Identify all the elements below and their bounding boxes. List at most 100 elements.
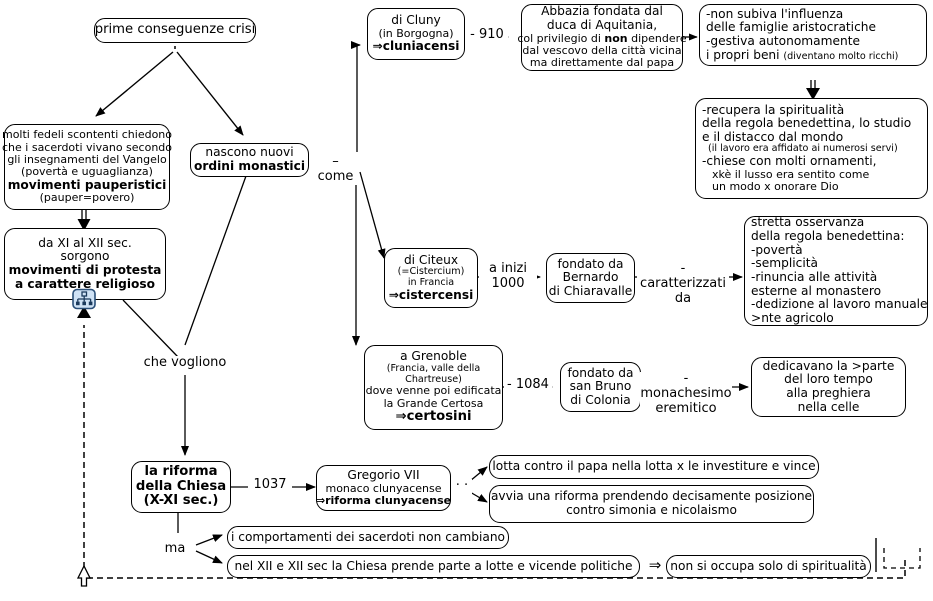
node-text-line-2: monaco clunyacense (325, 481, 442, 495)
node-text-line-4: dal vescovo della città vicina (522, 44, 682, 57)
node-text-line-1: di Cluny (391, 13, 441, 28)
node-text-line-2: Bernardo (562, 270, 619, 285)
edge-label-caratterizzati-da: - caratterizzati da (637, 261, 729, 307)
node-lotta-investiture[interactable]: lotta contro il papa nella lotta x le in… (489, 455, 819, 479)
node-non-solo-spiritualita[interactable]: non si occupa solo di spiritualità (666, 555, 871, 578)
node-san-bruno[interactable]: fondato da san Bruno di Colonia (560, 362, 641, 412)
node-text-line-4: (povertà e uguaglianza) (21, 165, 153, 179)
node-text-line-4: a carattere religioso (14, 276, 156, 291)
node-text-line-1: molti fedeli scontenti chiedono (1, 128, 173, 142)
node-text-line-1: nascono nuovi (205, 145, 294, 160)
hierarchy-icon[interactable] (71, 288, 97, 312)
node-text-line-7: -dedizione al lavoro manuale (751, 297, 928, 312)
node-text-line-6: xkè il lusso era sentito come (712, 167, 870, 181)
edge-label-a-inizi-1000: a inizi 1000 (479, 261, 537, 292)
node-grenoble[interactable]: a Grenoble (Francia, valle della Chartre… (364, 345, 503, 430)
node-text-line-3: (X-XI sec.) (143, 493, 219, 509)
node-text-line-3: gli insegnamenti del Vangelo (7, 153, 167, 167)
edge-label-1084: - 1084 (504, 377, 552, 393)
node-text-line-1: non si occupa solo di spiritualità (670, 558, 867, 573)
node-text-line-2: contro simonia e nicolaismo (566, 503, 737, 517)
edge-label-monachesimo-eremitico: - monachesimo eremitico (640, 371, 732, 417)
edge-label-come: – come (313, 154, 358, 185)
node-cluny-autonomia[interactable]: -non subiva l'influenza delle famiglie a… (699, 4, 927, 66)
node-text: prime conseguenze crisi (94, 22, 256, 38)
node-certosini-preghiera[interactable]: dedicavano la >parte del loro tempo alla… (751, 357, 906, 417)
node-text-line-2: del loro tempo (784, 372, 873, 387)
node-text-line-1: fondato da (567, 365, 634, 380)
node-ordini-monastici[interactable]: nascono nuovi ordini monastici (190, 143, 309, 177)
node-cluny-spiritualita[interactable]: -recupera la spiritualità della regola b… (695, 98, 928, 199)
edge-label-910: - 910 (466, 27, 508, 43)
node-text-line-5: -chiese con molti ornamenti, (702, 154, 877, 169)
node-text-line-3: di Colonia (570, 392, 631, 407)
node-text-line-2: ordini monastici (194, 159, 306, 173)
node-text-line-1: da XI al XII sec. (38, 235, 132, 250)
node-abbazia-aquitania[interactable]: Abbazia fondata dal duca di Aquitania, c… (517, 4, 687, 71)
node-text-line-2: delle famiglie aristocratiche (706, 20, 876, 35)
node-bernardo-chiaravalle[interactable]: fondato da Bernardo di Chiaravalle (546, 253, 635, 303)
node-lotte-politiche[interactable]: nel XII e XII sec la Chiesa prende parte… (227, 555, 640, 578)
node-text-line-2: sorgono (60, 249, 110, 264)
edge-label-ma: ma (162, 541, 188, 557)
node-text-line-2: (in Borgogna) (378, 26, 454, 40)
node-text-line-2: che i sacerdoti vivano secondo (2, 140, 173, 154)
node-text-line-1: stretta osservanza (751, 215, 865, 230)
node-text-line-1: Gregorio VII (347, 467, 420, 482)
node-text-line-4: (il lavoro era affidato ai numerosi serv… (708, 143, 898, 155)
edge-label-che-vogliono: che vogliono (131, 355, 239, 371)
node-text-line-4: dove venne poi edificata (365, 384, 502, 398)
node-text-line-6: ⇒certosini (395, 408, 472, 424)
node-text-line-1: avvia una riforma prendendo decisamente … (490, 489, 813, 504)
node-text-line-1: la riforma (144, 463, 218, 479)
node-text-line-1: dedicavano la >parte (762, 358, 895, 373)
node-text-line-6: esterne al monastero (751, 283, 882, 298)
node-text-line-5: ma direttamente dal papa (529, 56, 675, 70)
node-text-line-3: -gestiva autonomamente (706, 33, 861, 48)
node-text-line-3: di Chiaravalle (548, 283, 633, 298)
node-text-line-4: nella celle (797, 399, 860, 414)
node-text-line-1: di Citeux (403, 252, 459, 267)
node-text-line-4: ⇒cistercensi (388, 287, 474, 302)
node-gregorio-vii[interactable]: Gregorio VII monaco clunyacense ⇒riforma… (316, 465, 451, 511)
node-text-line-1: -non subiva l'influenza (706, 6, 844, 21)
node-text-line-1: fondato da (557, 256, 624, 271)
node-text-line-7: un modo x onorare Dio (712, 180, 839, 194)
node-text-line-1: a Grenoble (400, 349, 467, 364)
node-riforma-simonia-nicolaismo[interactable]: avvia una riforma prendendo decisamente … (489, 485, 814, 523)
node-text-line-1: -recupera la spiritualità (702, 102, 845, 117)
edge-label-implica: ⇒ (645, 556, 665, 575)
node-prime-conseguenze-crisi[interactable]: prime conseguenze crisi (94, 18, 256, 43)
node-movimenti-pauperistici[interactable]: molti fedeli scontenti chiedono che i sa… (1, 124, 173, 210)
node-text-line-3: col privilegio di non dipendere (517, 31, 687, 45)
node-text-line-3: ⇒riforma clunyacense (315, 493, 452, 507)
node-text-line-4: i propri beni (diventano molto ricchi) (706, 47, 899, 62)
node-text-line-2: (=Cistercium) (397, 266, 465, 278)
node-text-line-1: i comportamenti dei sacerdoti non cambia… (231, 529, 506, 544)
node-riforma-della-chiesa[interactable]: la riforma della Chiesa (X-XI sec.) (131, 461, 231, 513)
node-text-line-1: nel XII e XII sec la Chiesa prende parte… (234, 558, 633, 573)
node-text-line-3: -povertà (751, 242, 803, 257)
node-text-line-2: della regola benedettina, lo studio (702, 116, 912, 131)
node-text-line-1: Abbazia fondata dal (541, 4, 663, 19)
node-text-line-5: movimenti pauperistici (7, 177, 167, 192)
node-text-line-3: movimenti di protesta (8, 263, 162, 277)
node-text-line-8: >nte agricolo (751, 310, 834, 325)
node-text-line-3: alla preghiera (786, 386, 871, 400)
node-text-line-2: duca di Aquitania, (546, 18, 658, 33)
edge-label-dots: · · (452, 478, 472, 494)
node-text-line-2: (Francia, valle della (386, 362, 481, 374)
node-text-line-1: lotta contro il papa nella lotta x le in… (492, 459, 816, 474)
node-cluny[interactable]: di Cluny (in Borgogna) ⇒cluniacensi (367, 8, 465, 60)
node-comportamenti-sacerdoti[interactable]: i comportamenti dei sacerdoti non cambia… (227, 526, 509, 549)
node-movimenti-di-protesta[interactable]: da XI al XII sec. sorgono movimenti di p… (4, 228, 166, 300)
node-cistercensi-caratteristiche[interactable]: stretta osservanza della regola benedett… (744, 216, 928, 326)
edge-label-1037: 1037 (248, 477, 292, 493)
node-text-line-5: -rinuncia alle attività (751, 270, 878, 284)
node-text-line-2: san Bruno (569, 379, 632, 394)
node-citeux[interactable]: di Citeux (=Cistercium) in Francia ⇒cist… (384, 248, 478, 308)
node-text-line-2: della regola benedettina: (751, 229, 905, 244)
node-text-line-3: Chartreuse) (405, 373, 462, 385)
node-text-line-4: -semplicità (751, 256, 818, 271)
